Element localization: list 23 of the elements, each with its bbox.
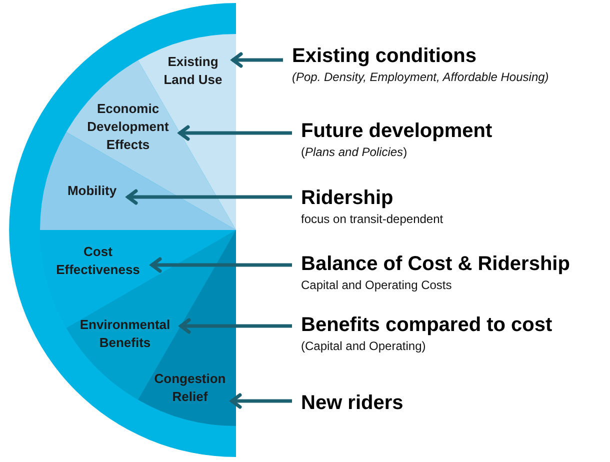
arrow (231, 52, 283, 68)
criterion-note: (Capital and Operating) (301, 339, 427, 354)
criterion-heading: New riders (301, 391, 404, 415)
arrow (230, 393, 292, 409)
criterion-heading: Future development (301, 119, 492, 143)
segment-label: Congestion Relief (152, 370, 228, 406)
segment-label: Environmental Benefits (73, 316, 177, 352)
criterion-note: focus on transit-dependent (301, 212, 444, 227)
segment-label: Mobility (60, 182, 124, 200)
segment-label: Economic Development Effects (80, 100, 176, 154)
arrow (179, 318, 292, 334)
criterion-heading: Benefits compared to cost (301, 313, 552, 337)
criterion-heading: Balance of Cost & Ridership (301, 252, 570, 276)
criterion-note: Capital and Operating Costs (301, 278, 453, 293)
arrow (178, 125, 292, 141)
criterion-heading: Existing conditions (292, 44, 478, 68)
arrow (150, 257, 292, 273)
criterion-heading: Ridership (301, 186, 394, 210)
segment-label: Cost Effectiveness (48, 243, 148, 279)
criterion-note: (Plans and Policies) (301, 145, 408, 160)
segment-label: Existing Land Use (157, 53, 229, 89)
arrow (126, 189, 292, 205)
criterion-note: (Pop. Density, Employment, Affordable Housing) (292, 70, 549, 85)
